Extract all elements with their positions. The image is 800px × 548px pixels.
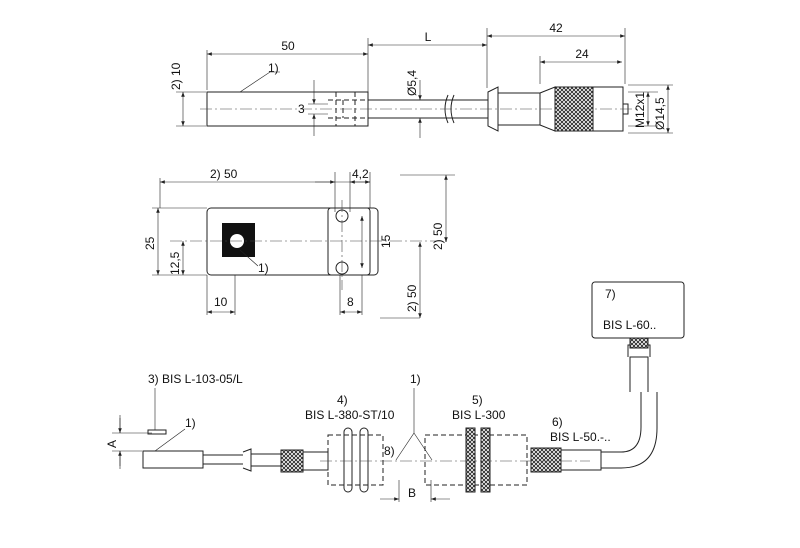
front-view: 2) 50 4,2 25 12,5 1) 15 2) 50 2) 50 10 8 (143, 167, 455, 319)
dim-connector-length: 42 (549, 21, 563, 35)
sensor-housing (424, 434, 528, 486)
dim-slot: 3 (298, 102, 305, 116)
dim-cable-length: L (425, 30, 432, 44)
ref-1-assembly: 1) (185, 416, 196, 430)
dim-face-width: 2) 50 (210, 167, 238, 181)
dim-body-length: 50 (281, 39, 295, 53)
label-item-5: BIS L-300 (452, 408, 506, 422)
dim-right-lower: 2) 50 (405, 284, 419, 312)
dim-hole-pitch: 15 (379, 234, 393, 248)
dim-nut-length: 24 (575, 47, 589, 61)
mounting-block (327, 207, 371, 276)
processor-unit (591, 281, 685, 339)
dim-face-height: 25 (143, 236, 157, 250)
dim-a: A (105, 440, 119, 448)
assembly-view: 3) BIS L-103-05/L A 1) 4) BIS L-380-ST/1… (105, 281, 685, 502)
top-view: 50 L 42 24 2) 10 1) 3 Ø5,4 M12x1 Ø14,5 (169, 21, 673, 138)
dim-right-upper: 2) 50 (431, 222, 445, 250)
dim-bottom-left: 10 (214, 295, 228, 309)
dim-connector-diameter: Ø14,5 (653, 97, 667, 130)
dim-b: B (408, 486, 416, 500)
label-item-8: 8) (384, 444, 395, 458)
cable (368, 99, 488, 119)
dim-hole-offset: 4,2 (352, 167, 369, 181)
label-item-4-num: 4) (337, 393, 348, 407)
label-item-7: BIS L-60.. (603, 318, 656, 332)
dim-cable-diameter: Ø5,4 (405, 70, 419, 96)
ref-1-beam: 1) (410, 372, 421, 386)
label-item-7-num: 7) (605, 287, 616, 301)
dim-thread: M12x1 (633, 92, 647, 128)
sensor-face (206, 207, 379, 276)
label-item-4: BIS L-380-ST/10 (305, 408, 395, 422)
ref-1-front: 1) (258, 261, 269, 275)
dim-bottom-right: 8 (347, 295, 354, 309)
label-item-6-num: 6) (552, 415, 563, 429)
label-item-3: 3) BIS L-103-05/L (148, 372, 243, 386)
dim-center-height: 12,5 (168, 251, 182, 275)
label-item-6: BIS L-50.-.. (550, 430, 611, 444)
sensor-small (142, 450, 204, 469)
reflector-holder (327, 434, 384, 486)
label-item-5-num: 5) (472, 393, 483, 407)
ref-1-top: 1) (268, 61, 279, 75)
dim-height: 2) 10 (169, 62, 183, 90)
